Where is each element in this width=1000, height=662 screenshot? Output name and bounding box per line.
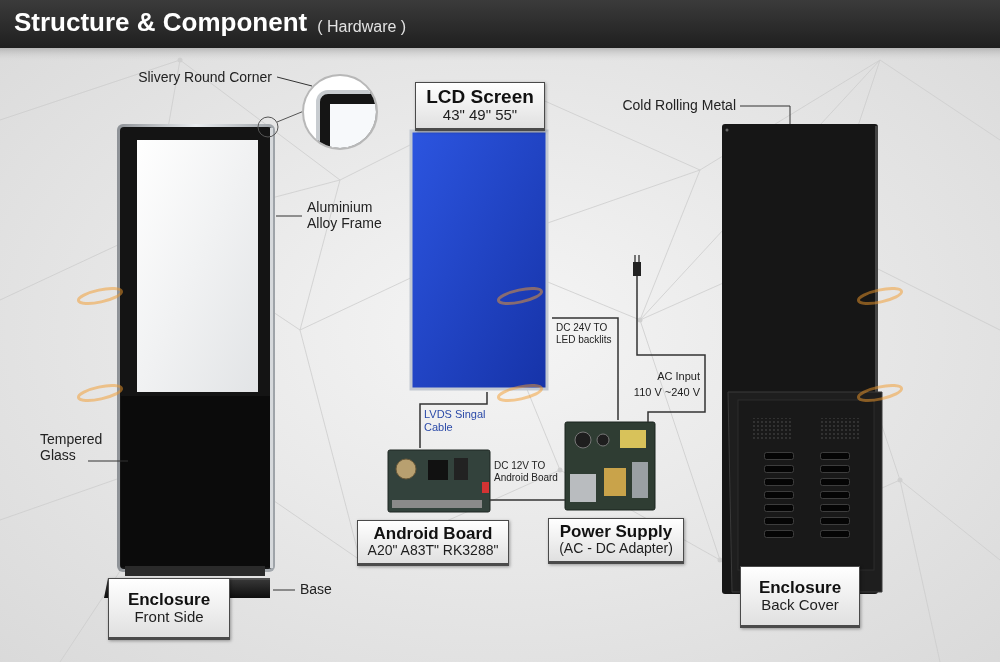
node-subtitle: Front Side <box>134 609 203 626</box>
node-subtitle: (AC - DC Adapter) <box>559 541 673 557</box>
network-dot <box>718 558 723 563</box>
corner-screen <box>330 104 400 174</box>
psu-capacitor <box>575 432 591 448</box>
part-name: Base <box>300 581 332 597</box>
title-suffix: ( Hardware ) <box>317 18 406 36</box>
voltage-range: 110 V ~240 V <box>634 386 700 399</box>
ac-plug <box>633 262 641 276</box>
power-board <box>565 422 655 510</box>
watermark-logo <box>857 383 903 404</box>
back-enclosure <box>722 124 878 594</box>
aluminium-frame <box>117 124 275 572</box>
board-ports <box>392 500 482 508</box>
power-supply: Power Supply(AC - DC Adapter) <box>533 420 699 566</box>
watermark-logo <box>497 286 543 307</box>
watermark-logo <box>857 286 903 307</box>
node-subtitle: A20" A83T" RK3288" <box>368 543 499 559</box>
label-box: Power Supply(AC - DC Adapter) <box>548 518 684 564</box>
board-connector <box>482 482 489 493</box>
label-box: Android BoardA20" A83T" RK3288" <box>357 520 510 566</box>
plug-prongs <box>635 255 639 262</box>
signal-name: AC Input <box>657 370 700 383</box>
watermark-logo <box>77 383 123 404</box>
cable-line <box>552 318 618 420</box>
front-screen <box>137 140 258 392</box>
android-board <box>388 450 490 512</box>
speaker-grille <box>752 418 792 440</box>
node-heading: Enclosure <box>759 578 841 597</box>
leader-line <box>273 590 295 591</box>
watermark-logo <box>497 383 543 404</box>
node-heading: Power Supply <box>559 522 673 541</box>
zoom-marker <box>258 117 278 137</box>
lcd-screen: LCD Screen43" 49" 55" <box>408 80 552 392</box>
network-dot <box>898 478 903 483</box>
back-cover <box>728 392 882 592</box>
lcd-panel <box>411 131 547 389</box>
zoom-connector <box>277 111 304 122</box>
psu-heatsink <box>632 462 648 498</box>
label-box: LCD Screen43" 49" 55" <box>415 82 545 131</box>
psu-capacitor <box>597 434 609 446</box>
board-battery <box>396 459 416 479</box>
header-shadow <box>0 48 1000 62</box>
speaker-grille <box>820 418 860 440</box>
cable-label: DC 12V TO Android Board <box>494 460 562 483</box>
node-heading: Android Board <box>368 524 499 543</box>
cable-label: LVDS Singal Cable <box>424 408 490 433</box>
network-pattern <box>0 60 1000 662</box>
zoom-detail <box>318 92 400 174</box>
node-heading: LCD Screen <box>426 86 534 107</box>
enclosure-label: EnclosureBack Cover <box>740 566 860 628</box>
base-riser <box>125 566 265 576</box>
part-name: Tempered Glass <box>40 431 114 463</box>
vent-slots <box>764 452 850 543</box>
part-name: Slivery Round Corner <box>138 69 272 85</box>
page-title: Structure & Component <box>14 8 307 38</box>
cable-label: DC 24V TO LED backlits <box>556 322 612 345</box>
network-dot <box>558 468 563 473</box>
network-dot <box>638 318 643 323</box>
leader-line <box>88 461 128 462</box>
enclosure-label: EnclosureFront Side <box>108 578 230 640</box>
psu-transformer <box>604 468 626 496</box>
back-screw <box>726 129 729 132</box>
part-name: Aluminium Alloy Frame <box>307 199 395 231</box>
tempered-glass <box>121 396 271 567</box>
psu-relay <box>620 430 646 448</box>
board-chip <box>454 458 468 480</box>
leader-line <box>276 216 302 217</box>
cable-stub <box>490 499 518 501</box>
part-name: Cold Rolling Metal <box>622 97 736 113</box>
node-heading: Enclosure <box>128 590 210 609</box>
node-subtitle: Back Cover <box>761 597 839 614</box>
leader-line <box>277 77 312 86</box>
cable-line <box>518 499 533 501</box>
watermark-logos <box>77 286 903 404</box>
front-bezel <box>120 127 272 569</box>
frame-edge <box>270 128 273 568</box>
board-chip <box>428 460 448 480</box>
header-bar <box>0 0 1000 48</box>
leader-line <box>740 106 790 124</box>
android-board: Android BoardA20" A83T" RK3288" <box>348 448 518 568</box>
psu-heatsink <box>570 474 596 502</box>
node-subtitle: 43" 49" 55" <box>426 107 534 124</box>
ac-wire <box>637 276 705 422</box>
cable-stub <box>533 499 565 501</box>
back-cover-panel <box>738 400 874 570</box>
watermark-logo <box>77 286 123 307</box>
